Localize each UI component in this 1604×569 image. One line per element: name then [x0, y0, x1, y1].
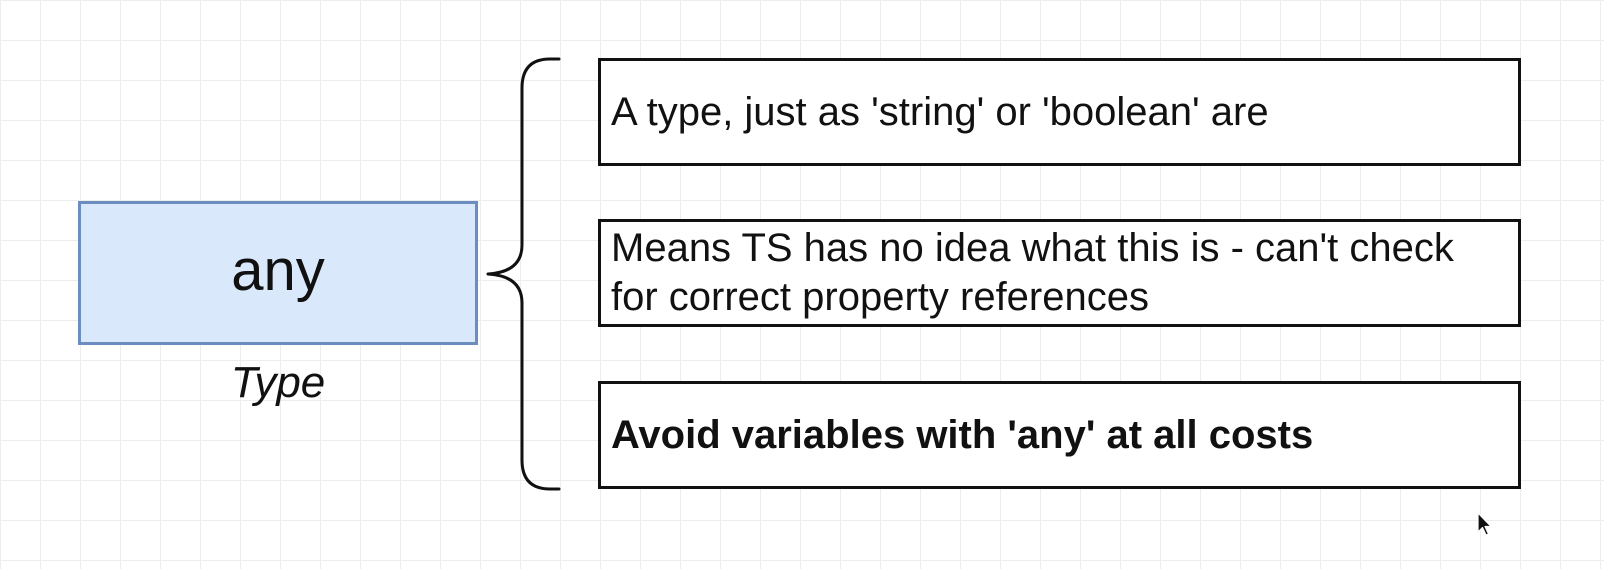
- description-box-1: A type, just as 'string' or 'boolean' ar…: [598, 58, 1521, 166]
- any-type-label: any: [231, 237, 325, 303]
- description-text-2: Means TS has no idea what this is - can'…: [611, 226, 1454, 319]
- description-text-3: Avoid variables with 'any' at all costs: [611, 412, 1314, 457]
- any-type-node: any: [78, 201, 478, 345]
- mouse-pointer-icon: [1477, 512, 1492, 536]
- type-caption: Type: [230, 358, 326, 407]
- description-box-2: Means TS has no idea what this is - can'…: [598, 219, 1521, 327]
- description-text-1: A type, just as 'string' or 'boolean' ar…: [611, 89, 1269, 134]
- description-box-3: Avoid variables with 'any' at all costs: [598, 381, 1521, 489]
